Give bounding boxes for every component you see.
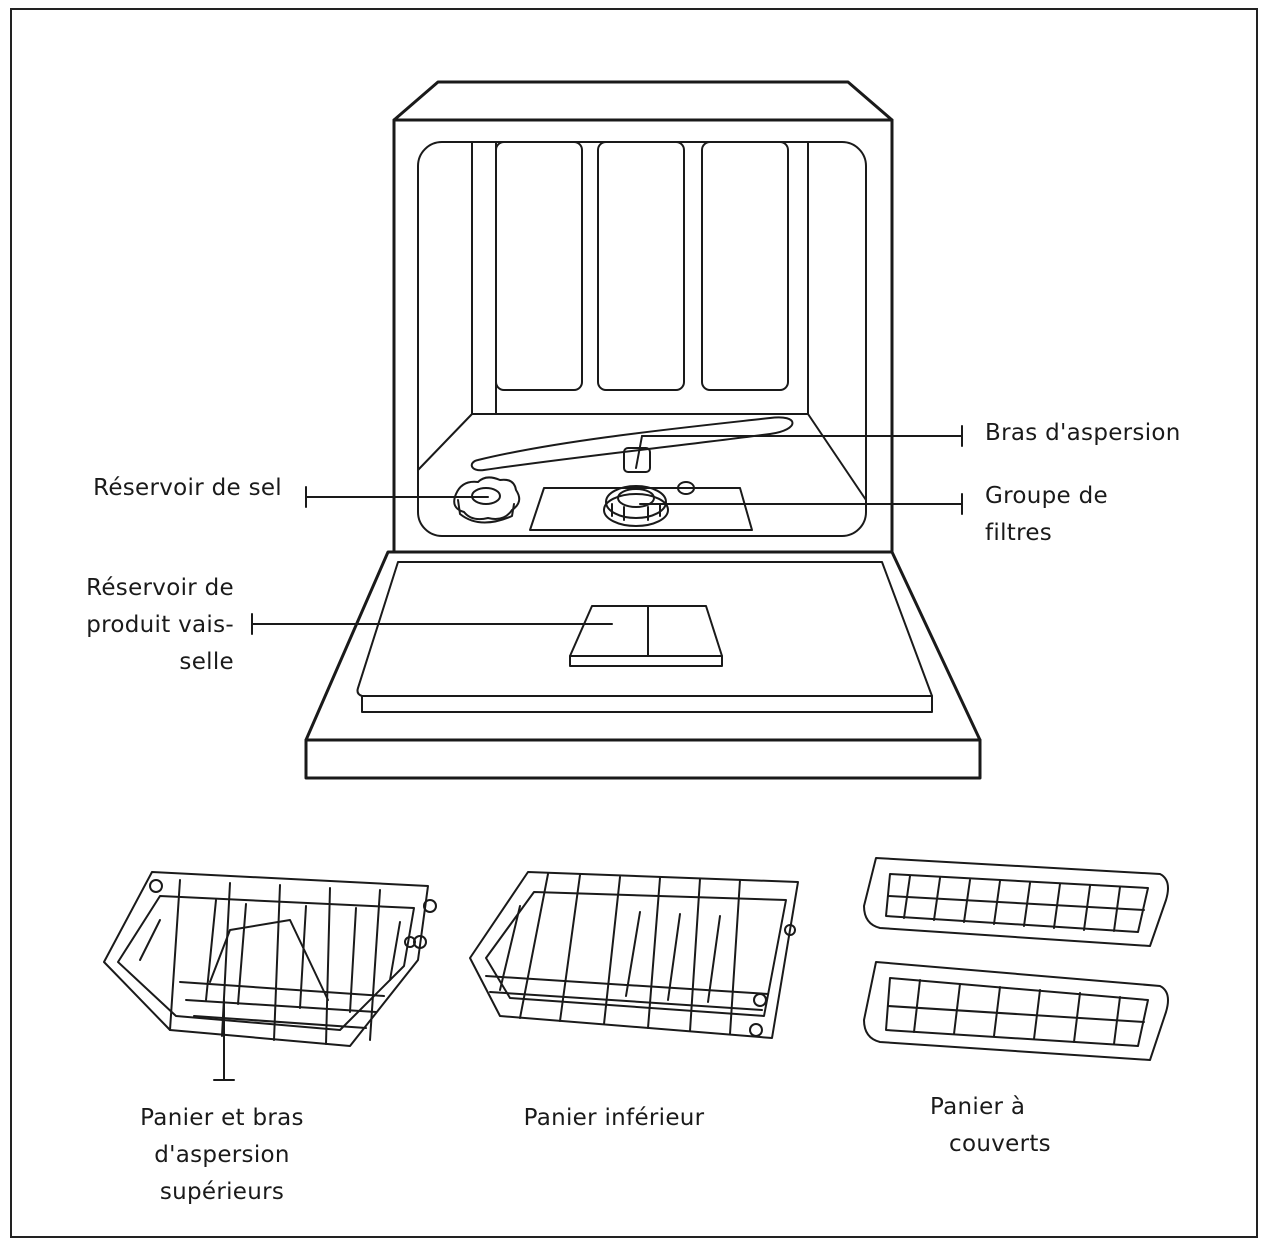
caption-upper-basket-line-3: supérieurs [159, 1179, 285, 1205]
label-detergent-reservoir: Réservoir de produit vais- selle [40, 570, 234, 681]
back-wall-panels [417, 141, 867, 501]
label-spray-arm-text: Bras d'aspersion [985, 420, 1181, 446]
caption-lower-basket-text: Panier inférieur [523, 1105, 705, 1131]
label-detergent-line-1: Réservoir de [86, 575, 234, 601]
label-filter-group-line-1: Groupe de [985, 483, 1108, 509]
caption-upper-basket-line-1: Panier et bras [140, 1105, 304, 1131]
label-salt-reservoir: Réservoir de sel [60, 470, 282, 507]
label-spray-arm: Bras d'aspersion [985, 415, 1181, 452]
filter-recess [529, 481, 753, 531]
label-detergent-line-3: selle [179, 649, 234, 675]
door-drawing [304, 550, 982, 780]
label-salt-reservoir-text: Réservoir de sel [93, 475, 282, 501]
upper-basket-drawing [103, 871, 437, 1081]
lower-basket-drawing [469, 871, 799, 1039]
caption-cutlery-line-1: Panier à [930, 1094, 1026, 1120]
cutlery-basket-drawing [863, 857, 1169, 1061]
salt-cap-drawing [453, 476, 521, 524]
caption-lower-basket: Panier inférieur [500, 1100, 728, 1137]
label-filter-group: Groupe de filtres [985, 478, 1108, 552]
spray-arm-drawing [470, 416, 794, 473]
label-detergent-line-2: produit vais- [86, 612, 234, 638]
caption-cutlery-basket: Panier à couverts [930, 1089, 1070, 1163]
caption-cutlery-line-2: couverts [949, 1131, 1051, 1157]
caption-upper-basket: Panier et bras d'aspersion supérieurs [112, 1100, 332, 1211]
callout-lines [251, 425, 963, 635]
caption-upper-basket-line-2: d'aspersion [154, 1142, 290, 1168]
detergent-dispenser-drawing [569, 605, 723, 667]
label-filter-group-line-2: filtres [985, 520, 1053, 546]
